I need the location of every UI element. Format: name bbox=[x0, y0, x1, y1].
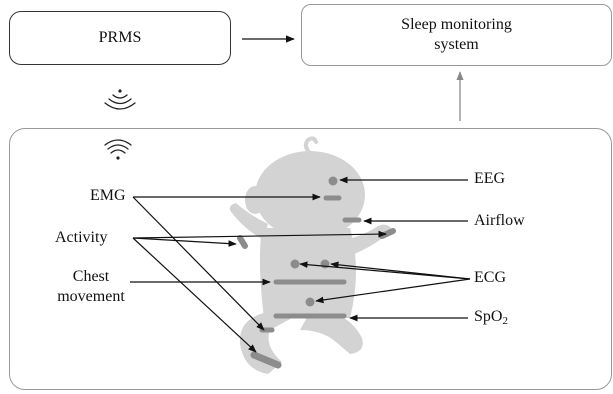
activity-label: Activity bbox=[55, 229, 108, 246]
wifi-icon bbox=[104, 139, 132, 160]
activity-foot-sensor bbox=[250, 351, 282, 369]
emg-label: EMG bbox=[90, 187, 126, 204]
ecg-label: ECG bbox=[474, 269, 506, 286]
chest-movement-label: Chest movement bbox=[57, 268, 125, 305]
sensors bbox=[237, 176, 396, 369]
spo2-label: SpO2 bbox=[474, 308, 508, 327]
annotation-arrows bbox=[130, 176, 471, 353]
wireless-signal-icon bbox=[104, 89, 136, 110]
ecg-sensor-lower bbox=[305, 297, 315, 307]
prms-box: PRMS bbox=[9, 11, 231, 65]
prms-label: PRMS bbox=[98, 29, 142, 46]
sleep-monitoring-label: Sleep monitoring system bbox=[401, 16, 512, 53]
eeg-sensor bbox=[328, 176, 338, 186]
ecg-sensor-left bbox=[290, 259, 300, 269]
activity-left-arm-sensor bbox=[237, 235, 248, 249]
eeg-label: EEG bbox=[474, 170, 506, 187]
ecg-sensor-right bbox=[320, 259, 330, 269]
sleep-monitoring-box: Sleep monitoring system bbox=[301, 4, 612, 66]
baby-figure bbox=[229, 136, 392, 374]
airflow-label: Airflow bbox=[474, 212, 525, 229]
